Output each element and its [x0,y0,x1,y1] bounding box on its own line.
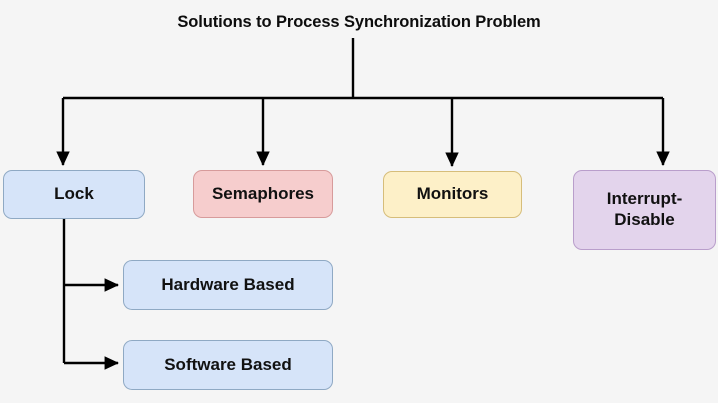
node-interrupt-disable-label: Interrupt- Disable [606,189,683,229]
node-monitors[interactable]: Monitors [383,171,522,218]
node-software-based-label: Software Based [164,354,292,374]
node-interrupt-disable[interactable]: Interrupt- Disable [573,170,716,250]
node-hardware-based-label: Hardware Based [161,274,295,294]
node-lock-label: Lock [54,184,94,204]
node-lock[interactable]: Lock [3,170,145,219]
node-semaphores[interactable]: Semaphores [193,170,333,218]
node-hardware-based[interactable]: Hardware Based [123,260,333,310]
node-monitors-label: Monitors [416,184,489,204]
diagram-title: Solutions to Process Synchronization Pro… [177,13,541,31]
node-semaphores-label: Semaphores [211,183,315,203]
node-software-based[interactable]: Software Based [123,340,333,390]
